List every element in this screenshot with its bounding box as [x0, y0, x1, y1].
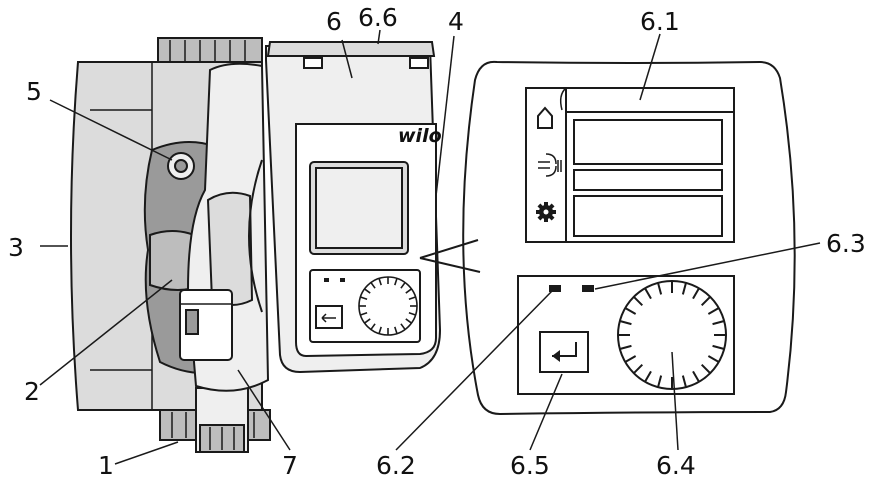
knob-rib: [364, 288, 371, 294]
knob-rib: [619, 344, 632, 350]
knob-rib: [394, 326, 398, 334]
label-6-1: 6.1: [640, 7, 680, 36]
knob-rib: [700, 296, 711, 307]
knob-rib: [619, 320, 632, 326]
label-2: 2: [24, 377, 40, 406]
small-control-knob[interactable]: [358, 276, 418, 336]
module-lid: [266, 41, 436, 57]
knob-rib: [657, 282, 663, 295]
knob-rib: [405, 318, 412, 324]
label-6: 6: [326, 7, 342, 36]
back-button[interactable]: [539, 331, 589, 373]
led-indicator-2: [582, 285, 594, 292]
back-arrow-icon: [552, 342, 577, 362]
knob-rib: [712, 320, 725, 326]
label-3: 3: [8, 233, 24, 262]
knob-rib: [370, 323, 376, 330]
knob-rib: [644, 287, 652, 300]
label-6-6: 6.6: [358, 3, 398, 32]
detail-panel: [419, 60, 796, 416]
label-6-3: 6.3: [826, 229, 866, 258]
control-knob[interactable]: [617, 280, 727, 390]
knob-rib: [681, 282, 687, 295]
label-6-4: 6.4: [656, 451, 696, 480]
label-1: 1: [98, 451, 114, 480]
small-back-button[interactable]: [315, 305, 343, 329]
knob-rib: [370, 282, 376, 289]
knob-rib: [364, 318, 371, 324]
knob-rib: [633, 363, 644, 374]
knob-rib: [692, 370, 700, 383]
knob-rib: [394, 278, 398, 286]
electronic-module: wilo: [265, 41, 442, 374]
circulation-icon: [538, 153, 562, 177]
knob-rib: [400, 282, 406, 289]
motor-housing: [179, 62, 270, 392]
knob-rim: [358, 276, 418, 336]
knob-rib: [378, 326, 382, 334]
knob-rib: [360, 296, 368, 300]
knob-rib: [405, 288, 412, 294]
knob-rib: [408, 312, 416, 316]
knob-rib: [657, 375, 663, 388]
label-7: 7: [282, 451, 298, 480]
knob-rib: [400, 323, 406, 330]
led-indicator-1: [549, 285, 561, 292]
knob-rib: [378, 278, 382, 286]
label-5: 5: [26, 77, 42, 106]
knob-rib: [360, 312, 368, 316]
knob-rib: [633, 296, 644, 307]
cable-clip: [179, 289, 233, 361]
label-4: 4: [448, 7, 464, 36]
knob-rib: [707, 355, 720, 363]
knob-rib: [624, 307, 637, 315]
knob-rib: [681, 375, 687, 388]
knob-rib: [624, 355, 637, 363]
brand-logo: wilo: [398, 125, 442, 147]
knob-rib: [707, 307, 720, 315]
knob-rib: [700, 363, 711, 374]
gear-icon: [536, 202, 556, 222]
home-icon: [537, 106, 553, 129]
knob-rib: [692, 287, 700, 300]
leader-lines: [39, 29, 821, 465]
knob-rib: [408, 296, 416, 300]
knob-rib: [712, 344, 725, 350]
knob-rib: [644, 370, 652, 383]
label-6-5: 6.5: [510, 451, 550, 480]
label-6-2: 6.2: [376, 451, 416, 480]
